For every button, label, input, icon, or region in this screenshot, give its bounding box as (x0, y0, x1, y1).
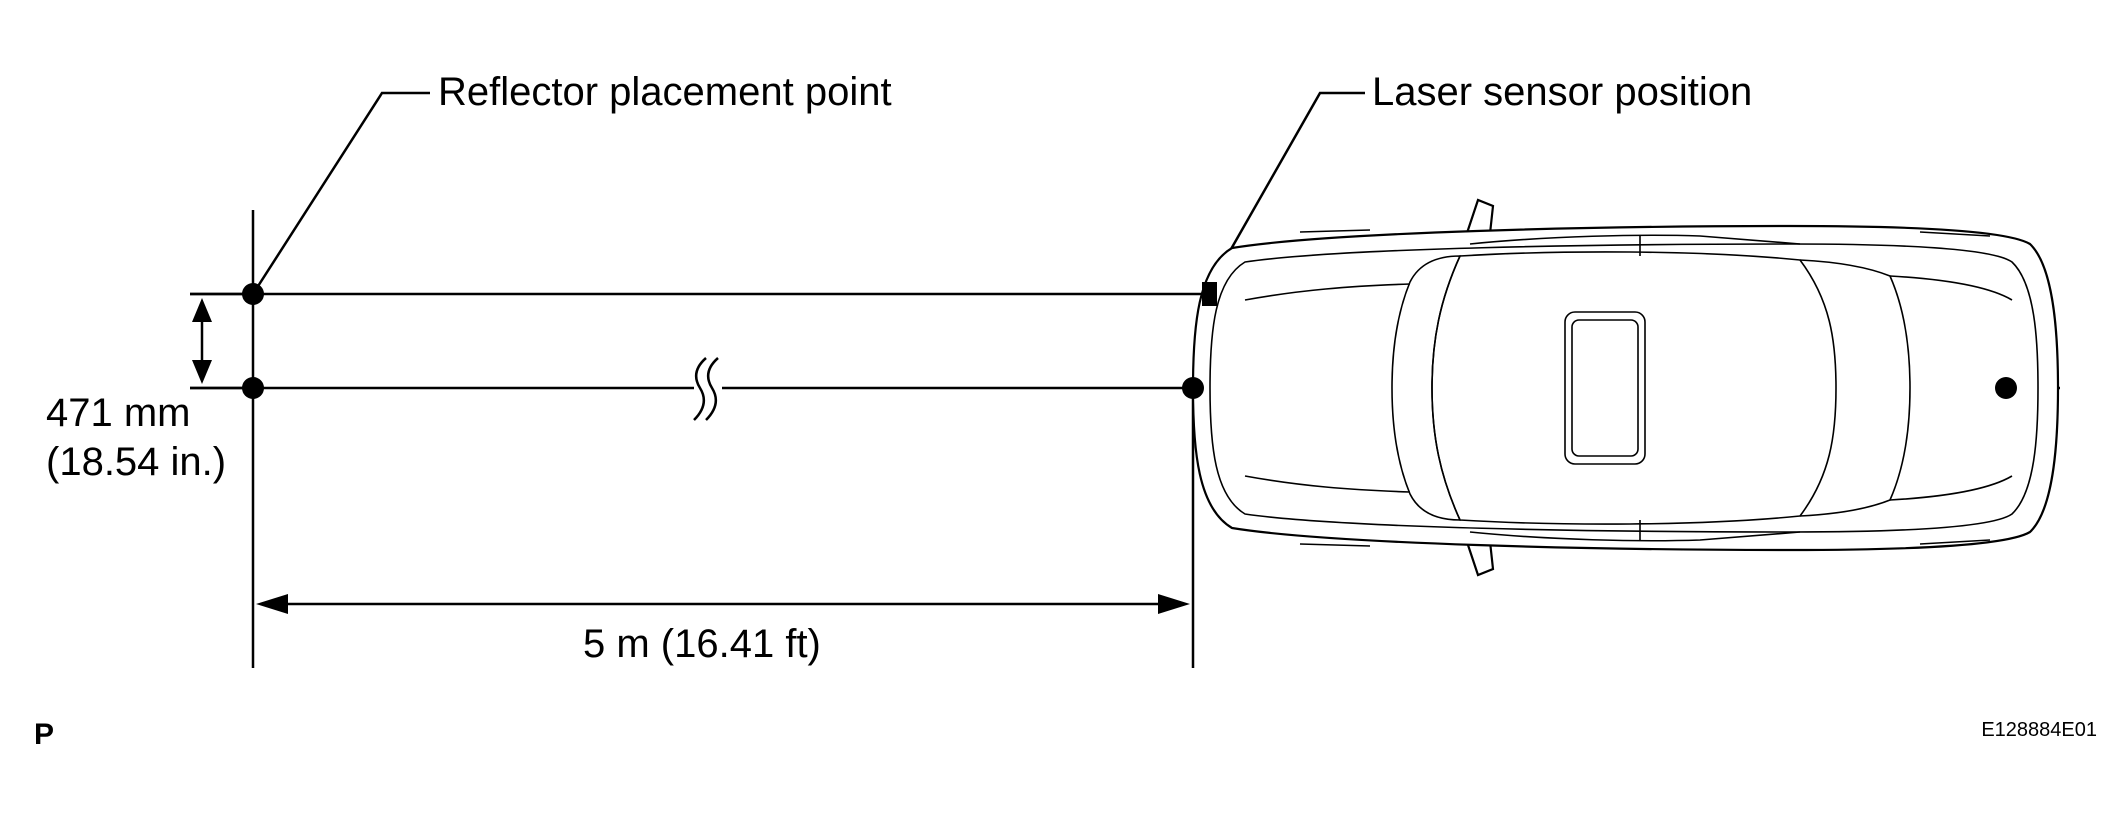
reflector-point-dot (242, 283, 264, 305)
distance-label: 5 m (16.41 ft) (583, 622, 821, 666)
vehicle-top-view (1191, 198, 2060, 577)
offset-inch-label: (18.54 in.) (46, 440, 226, 484)
figure-code: E128884E01 (1981, 719, 2097, 741)
offset-arrow-down (192, 360, 212, 384)
corner-letter: P (34, 718, 54, 751)
vehicle-body (1191, 224, 2060, 552)
vehicle-rear-center-dot (1995, 377, 2017, 399)
laser-sensor-leader-line (1208, 91, 1365, 287)
break-mark (693, 357, 722, 421)
distance-arrow-right (1158, 594, 1190, 614)
laser-sensor-marker (1202, 282, 1217, 306)
vehicle-front-center-dot (1182, 377, 1204, 399)
offset-mm-label: 471 mm (46, 391, 191, 435)
offset-arrow-up (192, 298, 212, 322)
distance-arrow-left (256, 594, 288, 614)
laser-sensor-label: Laser sensor position (1372, 70, 1752, 114)
reflector-leader-line (251, 91, 430, 295)
distance-dimension (256, 594, 1190, 614)
center-reference-dot (242, 377, 264, 399)
reflector-point-label: Reflector placement point (438, 70, 892, 114)
offset-dimension (190, 292, 253, 390)
